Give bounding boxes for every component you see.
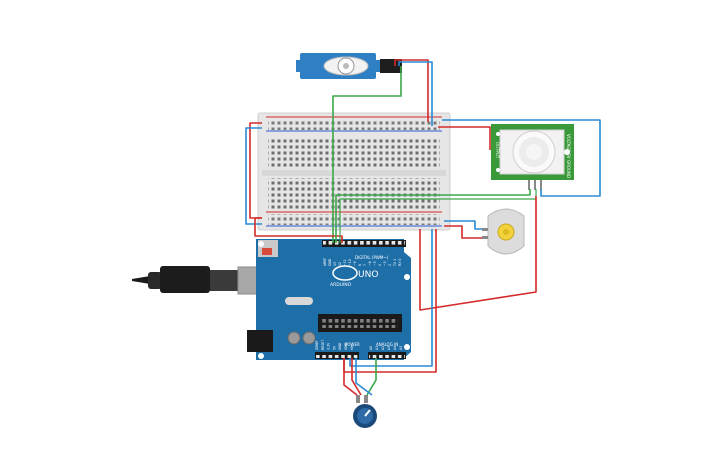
- arduino-uno: UNO ARDUINO DIGITAL (PWM~) POWER ANALOG …: [247, 239, 411, 360]
- wire-servo-ground: [398, 61, 433, 126]
- board-brand-label: ARDUINO: [330, 282, 352, 288]
- pir-sensor: VOLTAGE 5V OUTPUT GROUND: [491, 124, 574, 190]
- wire-motor-ground: [444, 225, 482, 239]
- power-pin-label: GND: [344, 342, 348, 350]
- wire-pir-output: [335, 189, 531, 243]
- digital-pin-label: 4: [378, 264, 382, 266]
- dc-motor: [482, 208, 525, 255]
- power-pin-label: RESET: [321, 340, 325, 350]
- power-pin-label: 5V: [332, 345, 336, 350]
- servo-motor: [296, 53, 402, 79]
- usb-cable: [132, 266, 273, 295]
- pir-label-output: OUTPUT: [495, 142, 500, 159]
- power-pin-label: GND: [338, 342, 342, 350]
- digital-header-label: DIGITAL (PWM~): [355, 255, 389, 260]
- digital-pin-label: RX 0: [398, 259, 402, 266]
- wire-breadboard-arduino-red: [254, 217, 343, 243]
- digital-pin-label: TX 1: [393, 259, 397, 267]
- wire-pir-output-2: [339, 189, 537, 243]
- analog-pin-label: A1: [375, 346, 379, 350]
- power-header-label: POWER: [345, 342, 360, 347]
- analog-header-label: ANALOG IN: [376, 342, 398, 347]
- potentiometer: [353, 395, 377, 428]
- digital-pin-label: ~10: [348, 259, 352, 266]
- digital-pin-label: 8: [358, 264, 362, 266]
- digital-pin-label: 13: [333, 262, 337, 266]
- wire-pir-ground: [438, 126, 491, 150]
- digital-pin-label: ~3: [383, 261, 387, 266]
- digital-pin-label: AREF: [323, 258, 327, 266]
- digital-pin-label: 2: [388, 264, 392, 266]
- wire-rail-left-ground: [245, 127, 262, 225]
- wire-pot-5v: [343, 358, 358, 396]
- wire-motor-power: [444, 220, 482, 230]
- wires: [245, 59, 601, 396]
- wire-motor-return: [419, 196, 537, 311]
- wire-pot-gnd: [351, 358, 362, 396]
- power-pin-label: Vin: [350, 345, 354, 350]
- analog-pin-label: A5: [399, 346, 403, 350]
- digital-pin-label: 12: [338, 262, 342, 266]
- power-pin-label: 3.3V: [327, 342, 331, 350]
- digital-pin-label: 7: [363, 264, 367, 266]
- wire-arduino-gnd: [349, 229, 433, 367]
- digital-pin-label: GND: [328, 258, 332, 266]
- analog-pin-label: A4: [393, 346, 397, 350]
- analog-pin-label: A0: [369, 346, 373, 350]
- digital-pin-label: ~5: [373, 261, 377, 266]
- board-model-label: UNO: [358, 270, 378, 280]
- analog-pin-label: A2: [381, 346, 385, 350]
- digital-pin-label: ~11: [343, 259, 347, 266]
- wire-servo-power: [394, 59, 429, 122]
- breadboard: [257, 112, 451, 231]
- wire-pot-wiper: [366, 358, 377, 396]
- power-pin-label: IOREF: [315, 340, 319, 350]
- wire-pot-ground: [355, 358, 373, 396]
- pir-label-voltage: VOLTAGE 5V: [566, 134, 571, 159]
- digital-pin-label: ~9: [353, 261, 357, 266]
- pir-label-ground: GROUND: [566, 160, 571, 178]
- wire-servo-signal: [332, 66, 402, 243]
- wire-pir-power: [442, 119, 601, 197]
- digital-pin-label: ~6: [368, 261, 372, 266]
- analog-pin-label: A3: [387, 346, 391, 350]
